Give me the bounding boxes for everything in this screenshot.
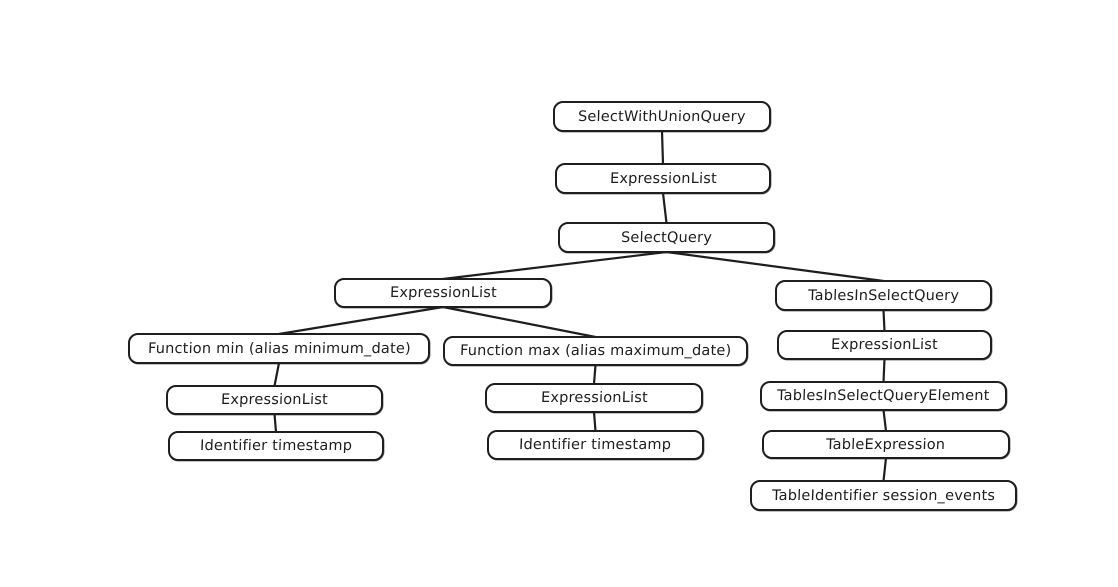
tree-node-table-identifier: TableIdentifier session_events: [750, 480, 1017, 511]
node-label: ExpressionList: [220, 392, 329, 408]
tree-edge: [441, 305, 597, 339]
tree-edge: [277, 305, 445, 336]
tree-edge: [441, 250, 668, 281]
tree-node-select-query: SelectQuery: [558, 222, 775, 253]
tree-edge: [665, 250, 885, 283]
node-label: Identifier timestamp: [199, 438, 353, 454]
tree-node-select-with-union-query: SelectWithUnionQuery: [553, 101, 771, 132]
tree-edge: [660, 129, 665, 166]
tree-edge: [882, 408, 888, 433]
tree-node-identifier-timestamp-max: Identifier timestamp: [487, 430, 704, 460]
node-label: Function min (alias minimum_date): [147, 340, 411, 357]
tree-node-expression-list-max: ExpressionList: [485, 383, 703, 413]
tree-node-table-expression: TableExpression: [762, 430, 1010, 459]
tree-node-identifier-timestamp-min: Identifier timestamp: [168, 431, 384, 461]
tree-node-function-max: Function max (alias maximum_date): [443, 336, 748, 366]
tree-edge: [882, 308, 886, 333]
tree-edge: [273, 412, 278, 434]
node-label: Identifier timestamp: [519, 437, 672, 453]
tree-edge: [592, 363, 597, 386]
node-label: TableExpression: [826, 436, 946, 453]
node-label: TableIdentifier session_events: [771, 487, 996, 504]
tree-node-expression-list-root: ExpressionList: [555, 163, 771, 194]
tree-edge: [592, 410, 597, 433]
node-label: SelectQuery: [620, 229, 713, 246]
node-label: TablesInSelectQueryElement: [776, 388, 991, 404]
node-label: Function max (alias maximum_date): [459, 343, 732, 359]
node-label: ExpressionList: [609, 170, 717, 187]
node-label: ExpressionList: [540, 390, 648, 406]
tree-edge: [882, 456, 888, 483]
node-label: SelectWithUnionQuery: [577, 108, 747, 125]
tree-node-tables-in-select-query: TablesInSelectQuery: [775, 280, 992, 311]
node-label: ExpressionList: [389, 285, 497, 301]
node-label: TablesInSelectQuery: [807, 287, 960, 304]
tree-node-function-min: Function min (alias minimum_date): [128, 333, 430, 364]
node-label: ExpressionList: [830, 337, 939, 353]
tree-node-tables-in-select-query-element: TablesInSelectQueryElement: [760, 381, 1007, 411]
tree-edge: [273, 361, 281, 388]
tree-edge: [882, 357, 886, 384]
tree-node-expression-list-select: ExpressionList: [334, 278, 552, 308]
tree-node-expression-list-tables: ExpressionList: [777, 330, 992, 360]
tree-node-expression-list-min: ExpressionList: [166, 385, 383, 415]
tree-edge: [661, 191, 668, 225]
